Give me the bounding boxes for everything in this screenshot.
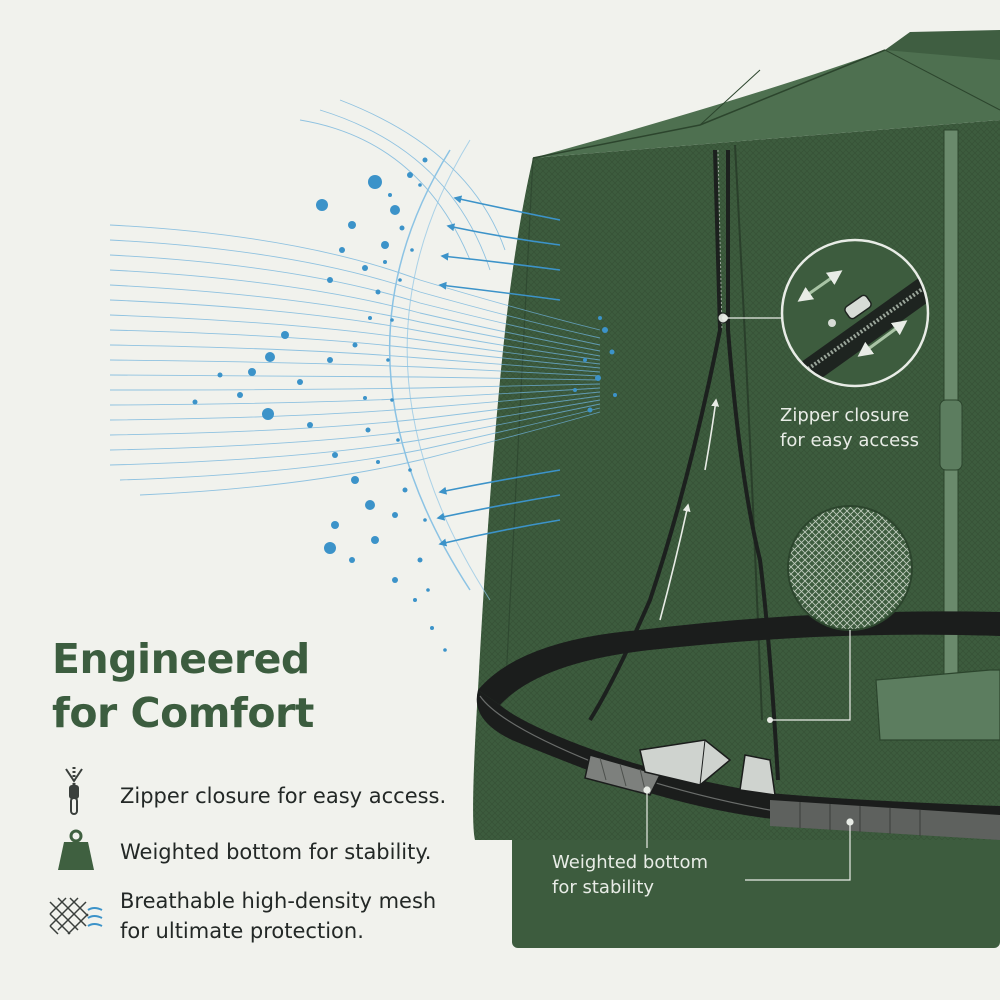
feature-weighted-bottom: Weighted bottom for stability. bbox=[120, 840, 432, 864]
mosquito-net bbox=[473, 30, 1000, 840]
headline: Engineered for Comfort bbox=[52, 632, 314, 740]
weight-icon bbox=[58, 829, 94, 870]
headline-line-1: Engineered bbox=[52, 635, 310, 683]
mesh-icon bbox=[49, 897, 103, 935]
mesh-barrier-arc bbox=[388, 149, 471, 591]
zipper-icon bbox=[65, 767, 83, 815]
feature-zipper: Zipper closure for easy access. bbox=[120, 784, 447, 808]
airflow-lines bbox=[109, 99, 601, 496]
feature-mesh: Breathable high-density mesh for ultimat… bbox=[120, 889, 437, 943]
callout-zipper: Zipper closure for easy access bbox=[780, 405, 919, 451]
callout-weighted-bottom: Weighted bottom for stability bbox=[552, 852, 709, 898]
mesh-detail-callout bbox=[767, 505, 913, 723]
deflection-arrows bbox=[436, 195, 561, 547]
weight-leader-lines bbox=[643, 786, 854, 881]
dust-particles bbox=[192, 157, 617, 652]
zipper-detail-callout bbox=[722, 238, 930, 388]
headline-line-2: for Comfort bbox=[52, 689, 314, 737]
